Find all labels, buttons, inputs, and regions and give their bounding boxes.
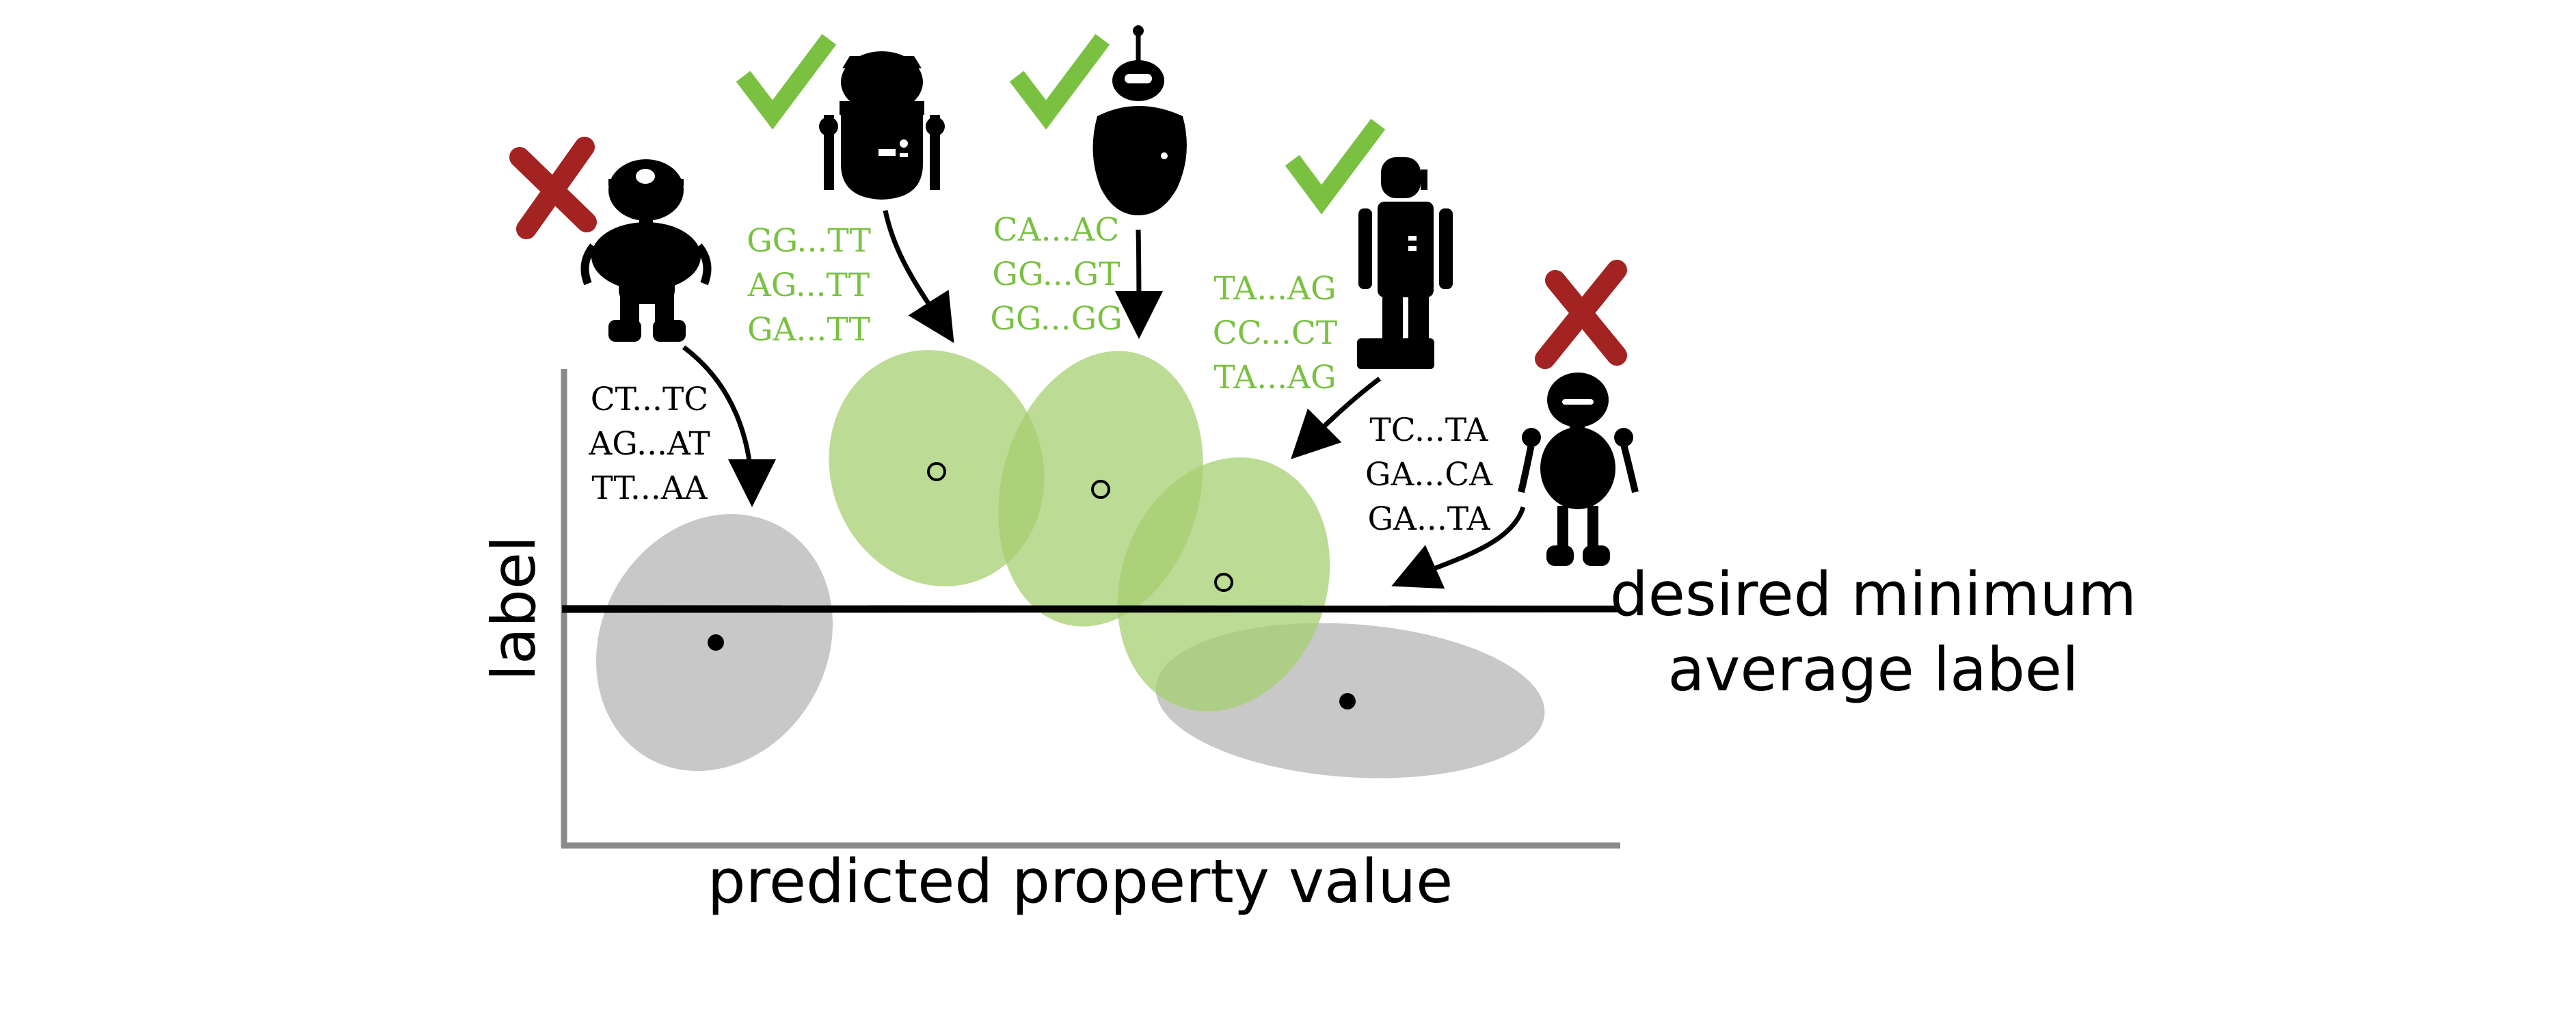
- robot-2-seq-1: GG...TT: [747, 222, 871, 260]
- threshold-label-line1: desired minimum: [1610, 559, 2136, 630]
- arrow-robot-3: [1114, 229, 1163, 339]
- robot-1-figure-icon: [580, 159, 712, 342]
- robot-2-check-icon: [736, 33, 837, 130]
- robot-1-seq-2: AG...AT: [588, 425, 710, 463]
- robot-1-seq-3: TT...AA: [591, 470, 708, 507]
- robot-5-seq-1: TC...TA: [1369, 411, 1488, 449]
- robot-3: CA...AC GG...GT GG...GG: [990, 25, 1187, 338]
- threshold-line: [561, 605, 1621, 613]
- center-robot-1: [708, 634, 724, 651]
- robot-5-seq-3: GA...TA: [1367, 500, 1490, 538]
- robot-5-figure-icon: [1518, 373, 1639, 566]
- robot-4-seq-2: CC...CT: [1213, 314, 1337, 352]
- robot-3-check-icon: [1009, 33, 1110, 130]
- robot-5-seq-2: GA...CA: [1365, 456, 1493, 493]
- robot-3-seq-2: GG...GT: [992, 256, 1120, 293]
- y-axis-label: label: [479, 536, 549, 681]
- robot-2-figure-icon: [819, 51, 945, 200]
- robot-2: GG...TT AG...TT GA...TT: [736, 33, 945, 349]
- robot-1: CT...TC AG...AT TT...AA: [509, 137, 712, 507]
- robot-4-figure-icon: [1357, 157, 1453, 369]
- robot-3-seq-1: CA...AC: [993, 211, 1120, 249]
- robot-4-seq-1: TA...AG: [1213, 270, 1336, 308]
- arrow-robot-2: [883, 210, 954, 343]
- arrows: [682, 210, 1526, 589]
- distribution-robot-2: [829, 350, 1045, 586]
- arrow-robot-5: [1391, 506, 1526, 589]
- threshold-label-line2: average label: [1667, 634, 2078, 705]
- robot-1-seq-1: CT...TC: [591, 381, 709, 418]
- arrow-robot-1: [682, 345, 776, 507]
- robot-3-seq-3: GG...GG: [990, 300, 1122, 338]
- robot-2-seq-3: GA...TT: [747, 311, 870, 349]
- robot-5: TC...TA GA...CA GA...TA: [1365, 260, 1639, 566]
- robot-2-seq-2: AG...TT: [747, 267, 870, 304]
- center-robot-2: [927, 462, 946, 481]
- center-robot-3: [1091, 480, 1110, 499]
- distribution-robot-4: [1117, 457, 1330, 712]
- arrow-robot-4: [1291, 377, 1382, 459]
- center-robot-4: [1214, 573, 1233, 592]
- robot-1-cross-icon: [509, 137, 597, 239]
- distribution-centers: [708, 462, 1356, 709]
- robot-3-figure-icon: [1092, 25, 1187, 215]
- center-robot-5: [1339, 693, 1356, 709]
- robot-4-check-icon: [1285, 118, 1386, 215]
- robot-4-seq-3: TA...AG: [1213, 359, 1336, 396]
- robot-4: TA...AG CC...CT TA...AG: [1213, 118, 1453, 396]
- robot-5-cross-icon: [1535, 260, 1627, 369]
- x-axis-label: predicted property value: [708, 846, 1453, 917]
